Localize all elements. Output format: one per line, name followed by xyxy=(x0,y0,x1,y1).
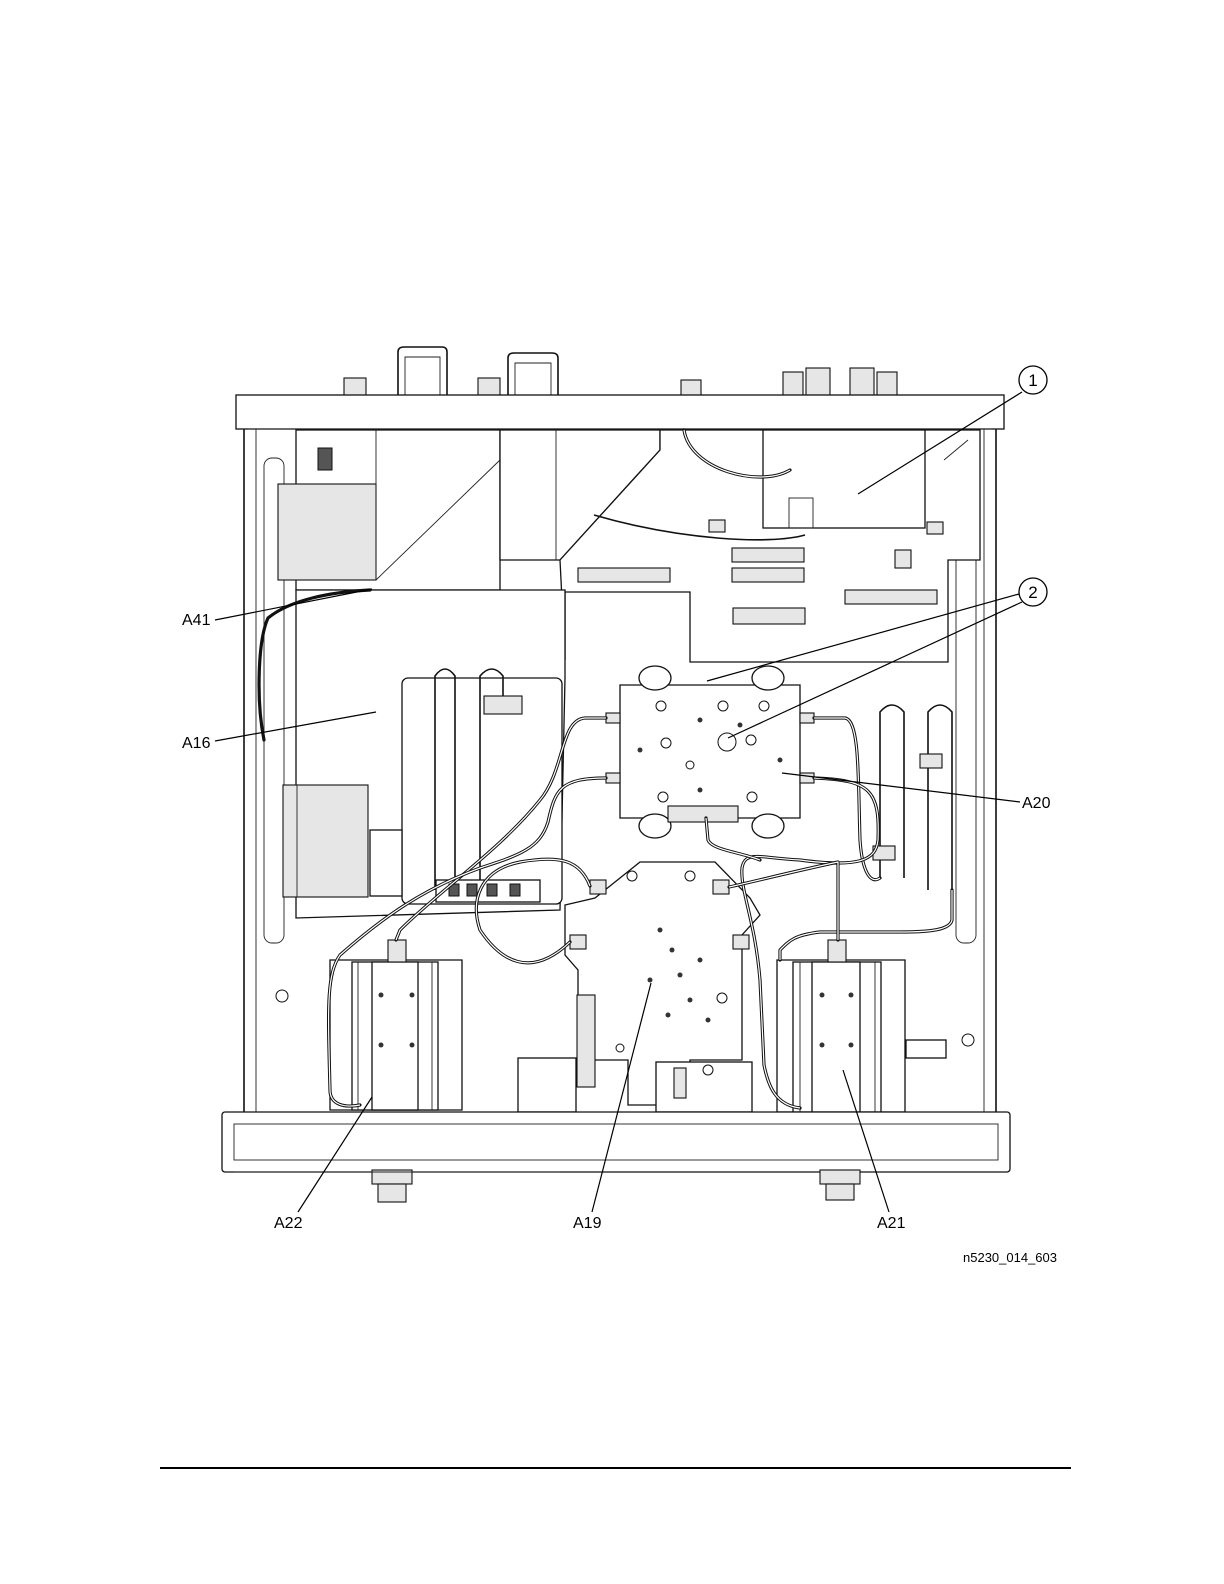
label-a22: A22 xyxy=(274,1215,303,1232)
label-a41: A41 xyxy=(182,612,211,629)
a22-module xyxy=(330,940,462,1110)
right-loops xyxy=(873,705,952,890)
footer-rule xyxy=(160,1467,1071,1469)
label-a19: A19 xyxy=(573,1215,602,1232)
figure-id: n5230_014_603 xyxy=(963,1250,1057,1265)
rear-handles xyxy=(344,347,897,396)
callout-2-number: 2 xyxy=(1028,583,1037,602)
front-panel xyxy=(222,1112,1010,1202)
rear-panel xyxy=(236,395,1004,429)
a21-module xyxy=(777,940,946,1112)
a20-plate xyxy=(606,666,814,838)
label-a20: A20 xyxy=(1022,795,1051,812)
label-a21: A21 xyxy=(877,1215,906,1232)
label-a16: A16 xyxy=(182,735,211,752)
callout-1-number: 1 xyxy=(1028,371,1037,390)
a16-assembly xyxy=(259,590,565,918)
